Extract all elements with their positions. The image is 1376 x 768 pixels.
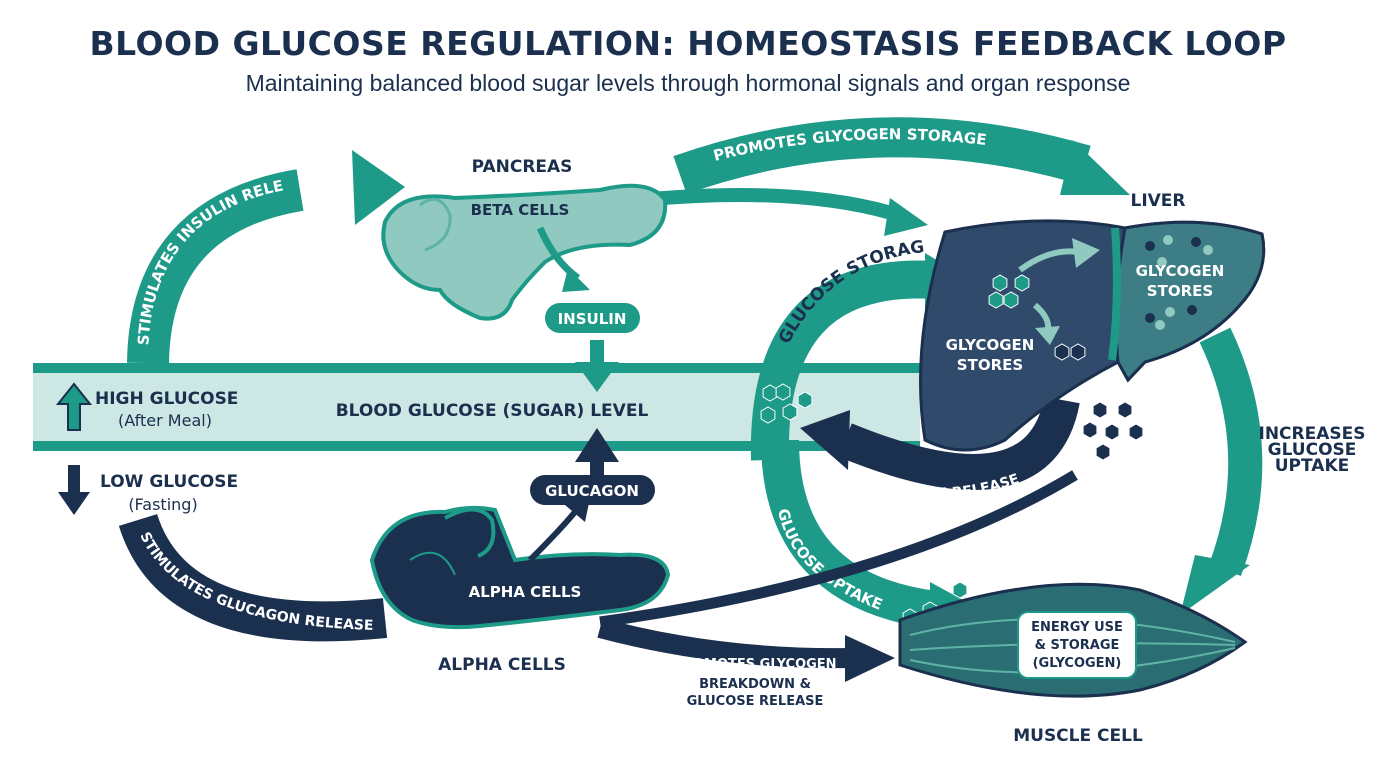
high-glucose-label: HIGH GLUCOSE bbox=[95, 389, 238, 409]
muscle-cell bbox=[898, 582, 1248, 698]
glycogen-stores-right-2: STORES bbox=[1147, 282, 1213, 300]
pancreas-title: PANCREAS bbox=[472, 157, 573, 177]
pancreas-beta bbox=[381, 183, 668, 321]
arrow-promotes-breakdown bbox=[597, 618, 895, 682]
glucose-hexagon bbox=[1128, 423, 1144, 441]
glucose-hexagon bbox=[988, 291, 1004, 309]
arrow-promotes-glycogen-storage: PROMOTES GLYCOGEN STORAGE bbox=[673, 117, 1130, 195]
glycogen-dot bbox=[1165, 307, 1175, 317]
promotes-breakdown-1: PROMOTES GLYCOGEN bbox=[673, 657, 836, 672]
blood-glucose-label: BLOOD GLUCOSE (SUGAR) LEVEL bbox=[336, 401, 649, 421]
promotes-breakdown-3: GLUCOSE RELEASE bbox=[687, 694, 824, 709]
glucose-hexagon bbox=[1095, 443, 1111, 461]
glucose-hexagon bbox=[1117, 401, 1133, 419]
liver-title: LIVER bbox=[1130, 191, 1185, 211]
increases-label-3: UPTAKE bbox=[1275, 456, 1349, 476]
glucose-hexagon bbox=[952, 581, 968, 599]
glucose-hexagon bbox=[992, 274, 1008, 292]
arrow-alpha-to-liver bbox=[599, 470, 1078, 628]
glucose-hexagon bbox=[762, 384, 778, 402]
increases-label-1: INCREASES bbox=[1259, 424, 1366, 444]
alpha-cells-inner-label: ALPHA CELLS bbox=[469, 583, 582, 601]
low-glucose-arrow-icon bbox=[58, 465, 90, 515]
glucagon-label: GLUCAGON bbox=[545, 482, 639, 500]
glycogen-stores-right-1: GLYCOGEN bbox=[1136, 262, 1225, 280]
arrow-increases-uptake bbox=[1180, 327, 1263, 615]
increases-label-2: GLUCOSE bbox=[1268, 440, 1357, 460]
glycogen-dot bbox=[1145, 241, 1155, 251]
glycogen-dot bbox=[1155, 320, 1165, 330]
glycogen-stores-left-2: STORES bbox=[957, 356, 1023, 374]
svg-text:STIMULATES INSULIN RELEASE: STIMULATES INSULIN RELEASE bbox=[0, 0, 285, 346]
alpha-cells-title: ALPHA CELLS bbox=[438, 655, 566, 675]
muscle-box-line1: ENERGY USE bbox=[1031, 620, 1123, 635]
glucose-hexagon bbox=[782, 403, 798, 421]
glucose-hexagon bbox=[1070, 343, 1086, 361]
glycogen-stores-left-1: GLYCOGEN bbox=[946, 336, 1035, 354]
glycogen-dot bbox=[1163, 235, 1173, 245]
glycogen-dot bbox=[1145, 313, 1155, 323]
glycogen-dot bbox=[1191, 237, 1201, 247]
page-subtitle: Maintaining balanced blood sugar levels … bbox=[245, 70, 1131, 96]
low-glucose-sub: (Fasting) bbox=[128, 495, 197, 514]
glucose-hexagon bbox=[1082, 421, 1098, 439]
glucagon-arrow bbox=[530, 428, 655, 505]
arrow-pancreas-to-liver bbox=[639, 188, 928, 236]
beta-cells-label: BETA CELLS bbox=[471, 201, 570, 219]
glucose-hexagon bbox=[1054, 343, 1070, 361]
label-stimulates-insulin: STIMULATES INSULIN RELEASE bbox=[0, 0, 285, 346]
insulin-label: INSULIN bbox=[558, 310, 627, 328]
high-glucose-arrow-icon bbox=[55, 382, 93, 431]
glucose-hexagon bbox=[797, 391, 813, 409]
page-title: BLOOD GLUCOSE REGULATION: HOMEOSTASIS FE… bbox=[89, 24, 1287, 63]
low-glucose-label: LOW GLUCOSE bbox=[100, 472, 238, 492]
glucose-hexagon bbox=[1092, 401, 1108, 419]
glucose-hexagon bbox=[1003, 291, 1019, 309]
insulin-arrow bbox=[545, 303, 640, 392]
arrow-stimulates-glucagon: STIMULATES GLUCAGON RELEASE bbox=[118, 513, 388, 642]
glucose-hexagon bbox=[1104, 423, 1120, 441]
glycogen-dot bbox=[1157, 257, 1167, 267]
glucose-hexagon bbox=[1014, 274, 1030, 292]
glucose-hexagon bbox=[760, 406, 776, 424]
pancreas-alpha bbox=[369, 498, 671, 630]
arrow-stimulates-insulin: STIMULATES INSULIN RELEASE bbox=[0, 0, 405, 364]
glycogen-dot bbox=[1203, 245, 1213, 255]
muscle-box-line3: (GLYCOGEN) bbox=[1033, 656, 1122, 671]
muscle-box-line2: & STORAGE bbox=[1035, 638, 1120, 653]
promotes-breakdown-2: BREAKDOWN & bbox=[699, 677, 811, 692]
glycogen-dot bbox=[1187, 305, 1197, 315]
muscle-cell-title: MUSCLE CELL bbox=[1013, 726, 1143, 746]
glucose-hexagon bbox=[775, 383, 791, 401]
high-glucose-sub: (After Meal) bbox=[118, 411, 212, 430]
